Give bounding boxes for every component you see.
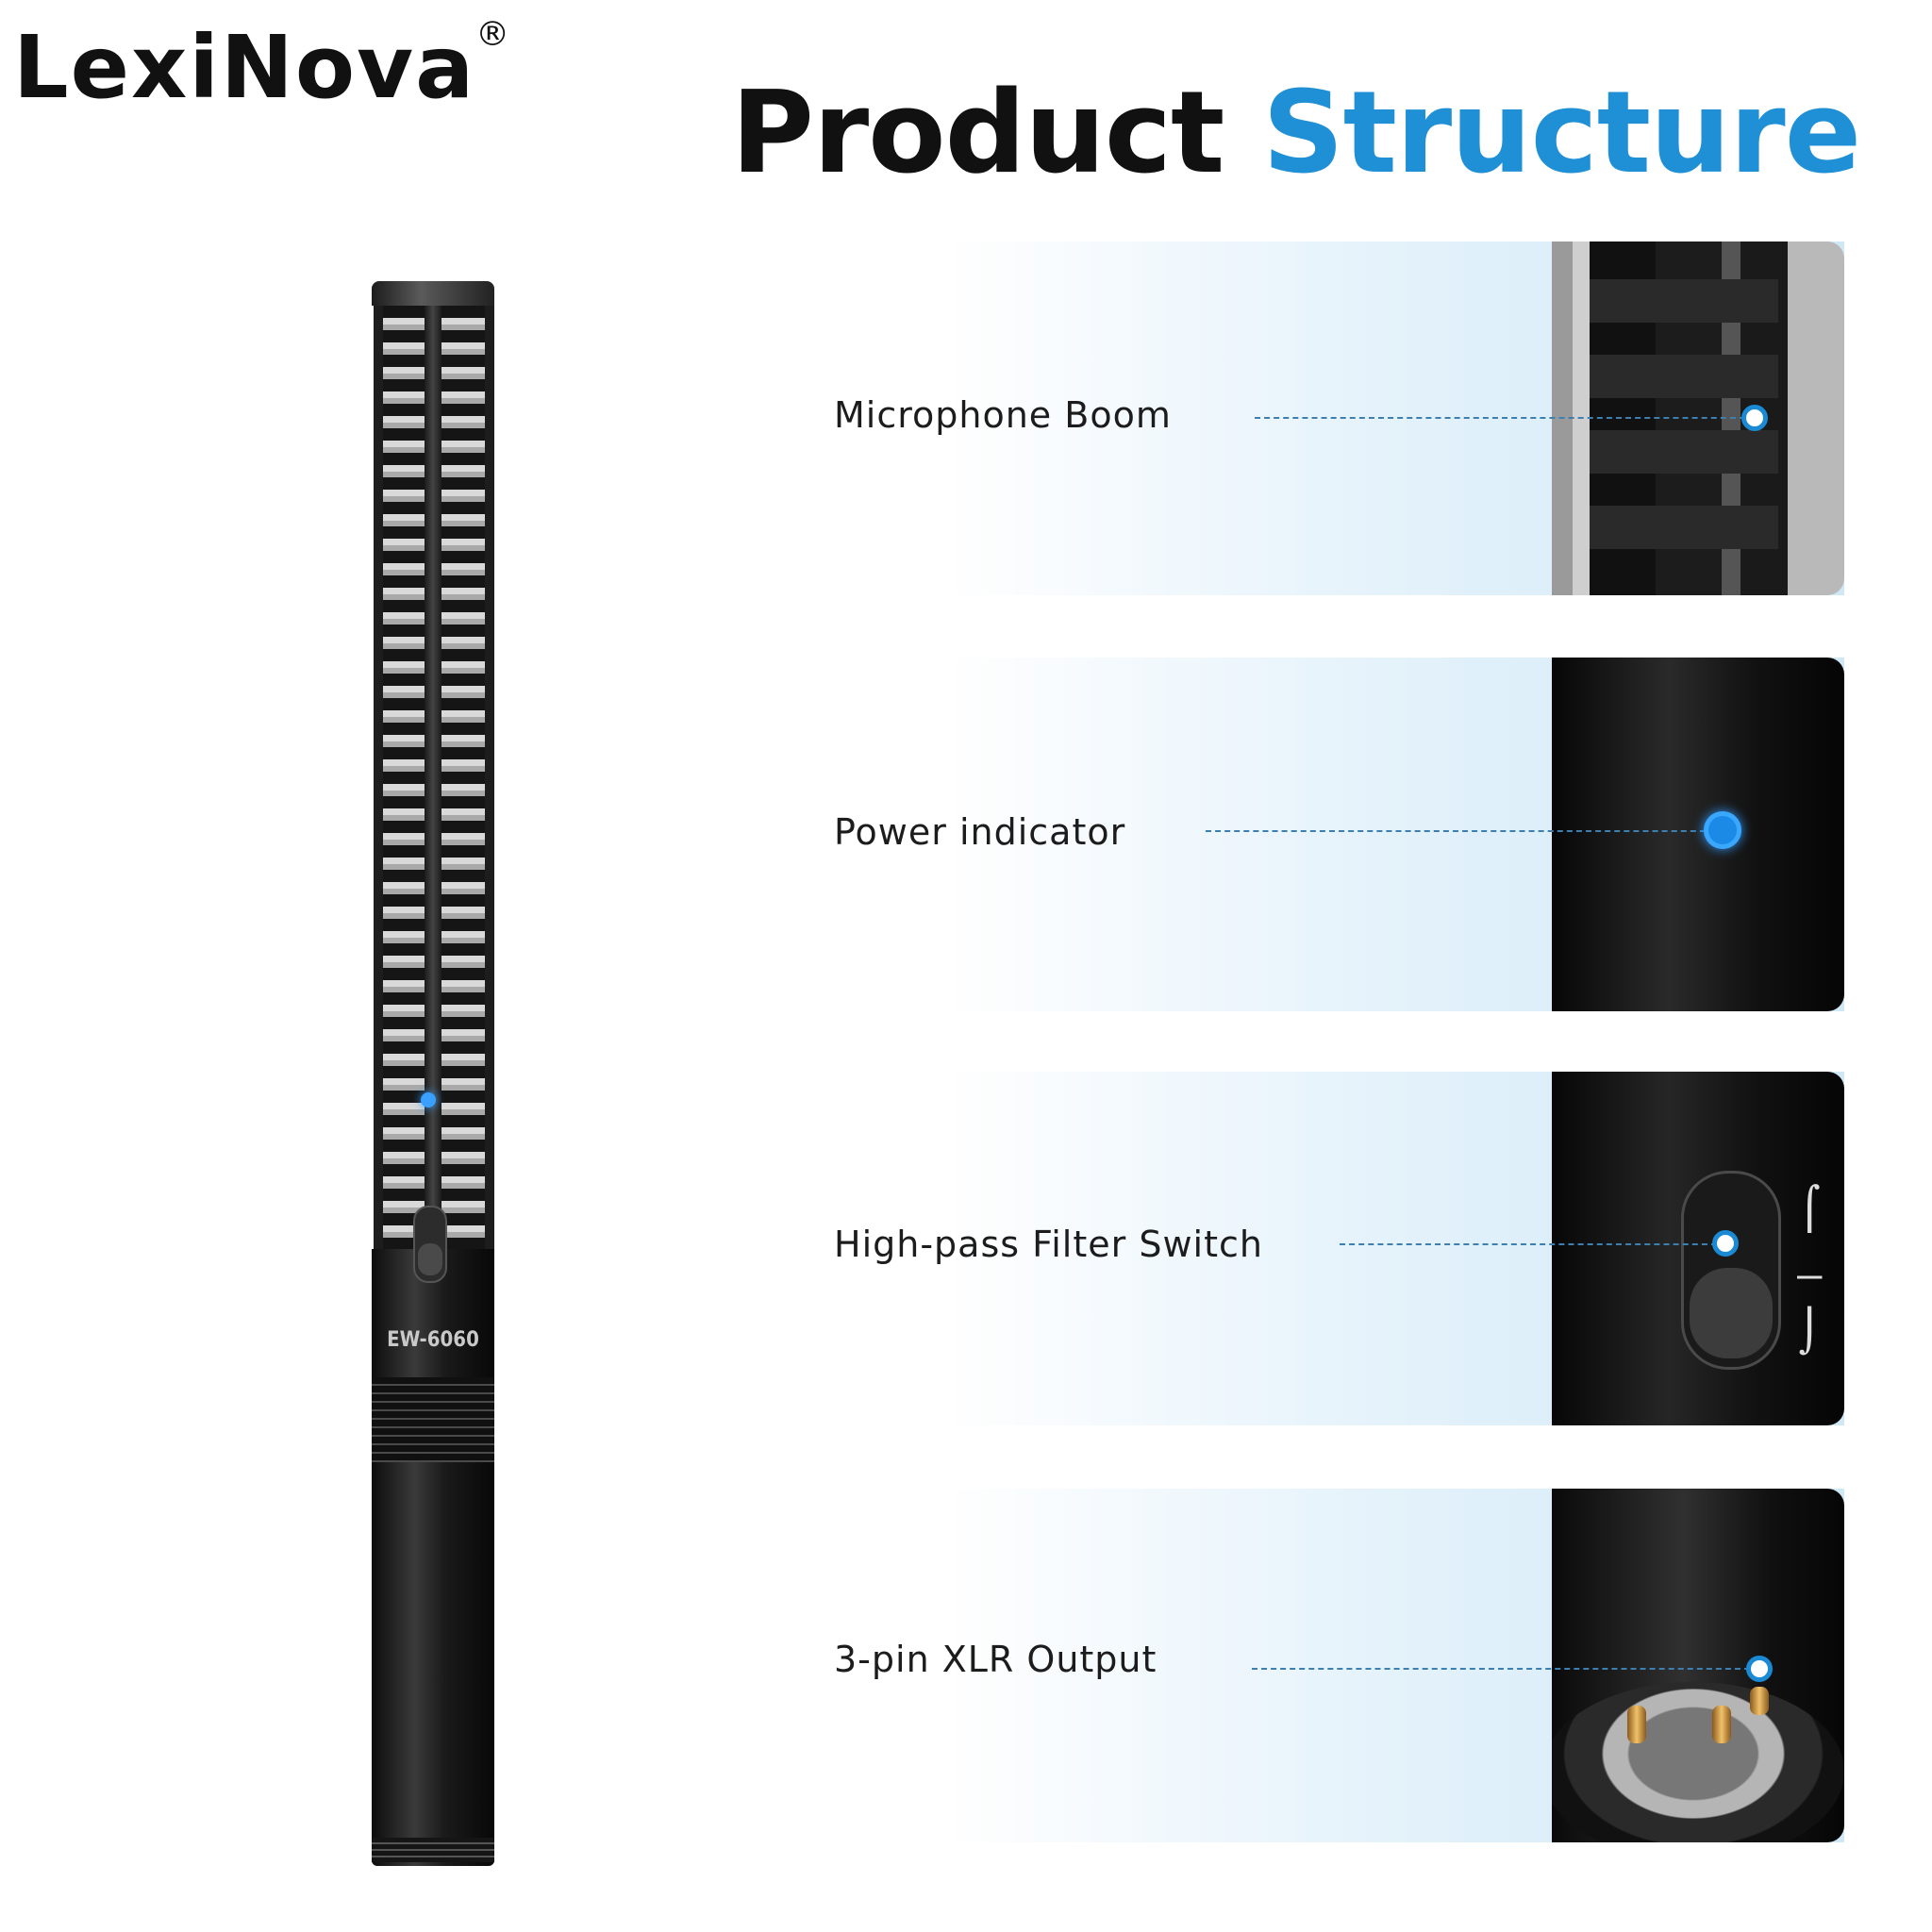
feature-label-xlr: 3-pin XLR Output [834, 1639, 1158, 1680]
mic-power-led [421, 1092, 436, 1108]
feature-label-filter: High-pass Filter Switch [834, 1224, 1263, 1265]
xlr-connector-face [1552, 1682, 1844, 1842]
page-title: Product Structure [731, 68, 1861, 199]
marker-dot-filter [1712, 1230, 1739, 1257]
marker-dot-xlr [1746, 1656, 1773, 1682]
xlr-closeup-photo [1552, 1489, 1844, 1842]
leader-line-xlr [1252, 1668, 1750, 1670]
leader-line-filter [1340, 1243, 1717, 1245]
xlr-pin [1712, 1706, 1731, 1743]
leader-line-boom [1255, 417, 1745, 419]
microphone-image: EW-6060 [372, 281, 494, 1866]
mic-top-cap [372, 281, 494, 306]
grille-slot [1552, 355, 1844, 398]
title-part-1: Product [731, 68, 1224, 199]
registered-mark: ® [475, 15, 512, 54]
xlr-pin [1750, 1687, 1769, 1715]
filter-switch-graphic [1681, 1171, 1781, 1370]
marker-dot-boom [1741, 405, 1768, 431]
filter-off-icon: ⌡ [1797, 1307, 1823, 1356]
mic-grille-edge [485, 306, 494, 1249]
brand-logo: LexiNova® [13, 15, 512, 118]
grille-slot [1552, 430, 1844, 474]
filter-closeup-photo: ⌠ – ⌡ [1552, 1072, 1844, 1425]
grille-slot [1552, 506, 1844, 549]
mic-body [372, 1249, 494, 1866]
mic-tail-ring [372, 1838, 494, 1862]
feature-label-boom: Microphone Boom [834, 394, 1172, 436]
grille-slot [1552, 279, 1844, 323]
power-closeup-photo [1552, 658, 1844, 1011]
filter-on-icon: ⌠ [1797, 1185, 1823, 1233]
mic-grille [374, 306, 492, 1249]
power-indicator-icon [1704, 811, 1741, 849]
boom-closeup-photo [1552, 242, 1844, 595]
brand-name: LexiNova [13, 17, 476, 118]
xlr-pin [1627, 1706, 1646, 1743]
mic-model-label: EW-6060 [387, 1328, 479, 1352]
feature-label-power: Power indicator [834, 811, 1126, 853]
mic-grip-rings [372, 1377, 494, 1462]
mic-filter-switch [413, 1206, 447, 1283]
title-part-2: Structure [1262, 68, 1861, 199]
leader-line-power [1206, 830, 1715, 832]
filter-divider-icon: – [1797, 1251, 1823, 1299]
